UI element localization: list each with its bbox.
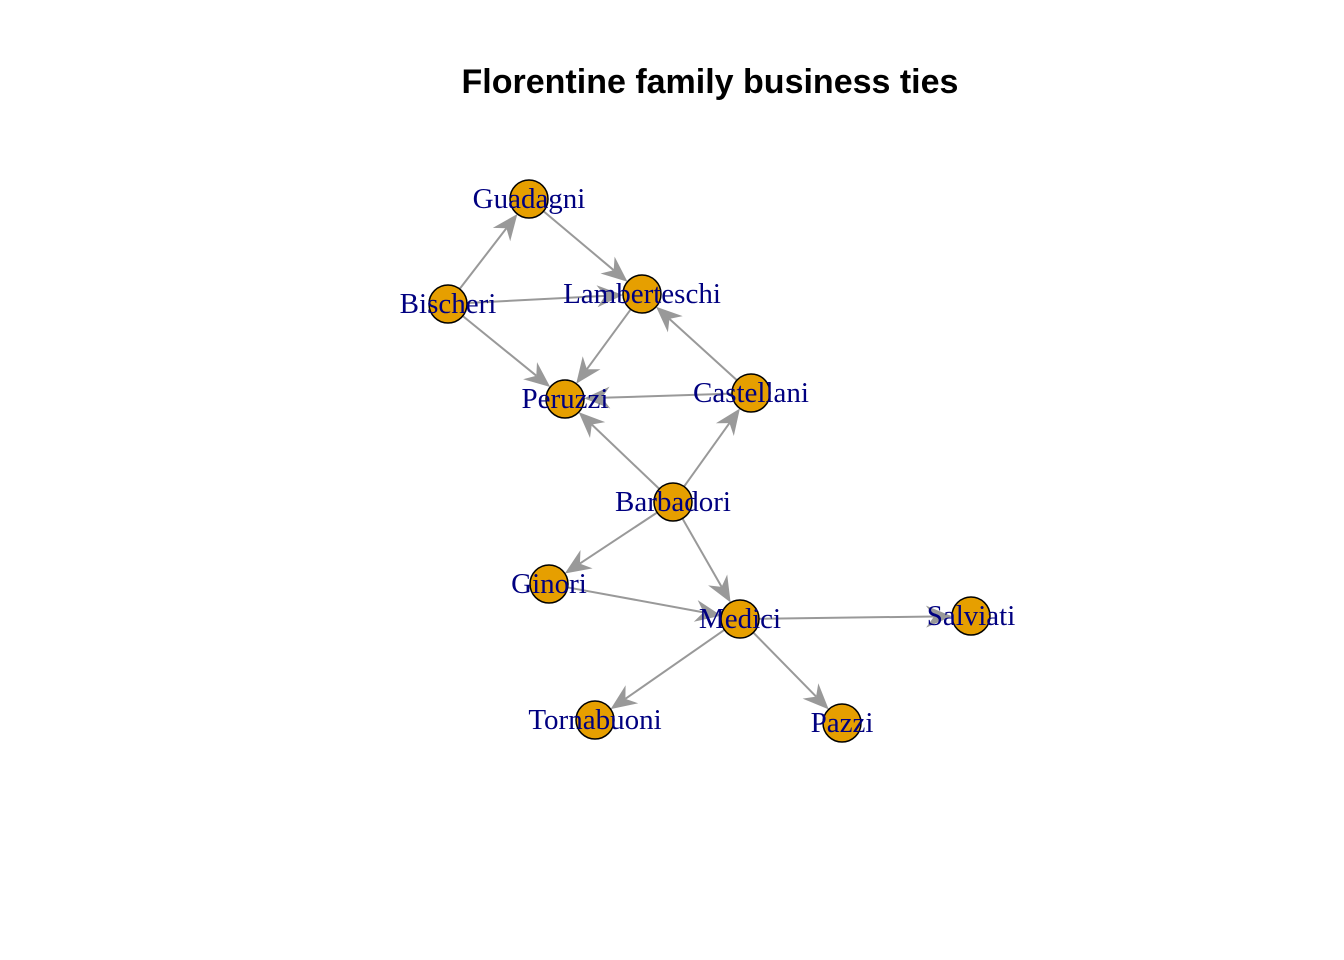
node-label-castellani: Castellani <box>693 377 809 409</box>
arrowhead <box>492 214 518 242</box>
node-barbadori <box>653 482 693 522</box>
arrowhead <box>925 605 952 628</box>
node-castellani <box>731 373 771 413</box>
arrowhead <box>523 362 551 387</box>
edge-medici-salviati <box>758 605 952 628</box>
node-guadagni <box>509 179 549 219</box>
edge-medici-pazzi <box>752 631 829 710</box>
arrowhead <box>564 550 593 574</box>
edge-bischeri-lamberteschi <box>466 285 623 308</box>
arrowhead <box>693 600 722 622</box>
node-pazzi <box>822 703 862 743</box>
edge-barbadori-ginori <box>564 511 658 574</box>
node-label-medici: Medici <box>699 603 781 635</box>
edges-layer <box>458 210 952 710</box>
node-label-tornabuoni: Tornabuoni <box>528 704 661 736</box>
node-tornabuoni <box>575 700 615 740</box>
arrowhead <box>596 285 623 308</box>
edge-guadagni-lamberteschi <box>542 210 628 282</box>
arrowhead <box>576 356 601 384</box>
node-label-ginori: Ginori <box>511 568 587 600</box>
node-medici <box>720 599 760 639</box>
node-label-lamberteschi: Lamberteschi <box>563 278 721 310</box>
arrowhead <box>656 306 683 333</box>
edge-castellani-peruzzi <box>584 386 733 409</box>
node-salviati <box>951 596 991 636</box>
arrowhead <box>708 574 731 603</box>
arrowhead <box>600 256 628 282</box>
arrowhead <box>715 408 740 436</box>
arrowhead <box>802 683 829 710</box>
edge-barbadori-castellani <box>683 408 740 488</box>
edge-medici-tornabuoni <box>610 629 725 710</box>
node-ginori <box>529 564 569 604</box>
node-label-peruzzi: Peruzzi <box>522 383 609 415</box>
arrowhead <box>610 685 639 710</box>
node-label-guadagni: Guadagni <box>473 183 586 215</box>
edge-ginori-medici <box>567 586 722 622</box>
diagram-title: Florentine family business ties <box>462 63 959 101</box>
edge-bischeri-peruzzi <box>462 315 551 387</box>
edge-castellani-lamberteschi <box>656 306 738 381</box>
arrowhead <box>584 386 611 409</box>
node-label-salviati: Salviati <box>927 600 1016 632</box>
node-label-bischeri: Bischeri <box>400 288 497 320</box>
edge-barbadori-peruzzi <box>578 412 660 490</box>
node-peruzzi <box>545 379 585 419</box>
edge-lamberteschi-peruzzi <box>576 308 632 384</box>
node-label-pazzi: Pazzi <box>811 707 874 739</box>
nodes-layer <box>428 179 991 743</box>
node-bischeri <box>428 284 468 324</box>
arrowhead <box>578 412 606 438</box>
edge-bischeri-guadagni <box>458 214 518 290</box>
node-label-barbadori: Barbadori <box>615 486 731 518</box>
edge-barbadori-medici <box>681 517 731 603</box>
node-lamberteschi <box>622 274 662 314</box>
